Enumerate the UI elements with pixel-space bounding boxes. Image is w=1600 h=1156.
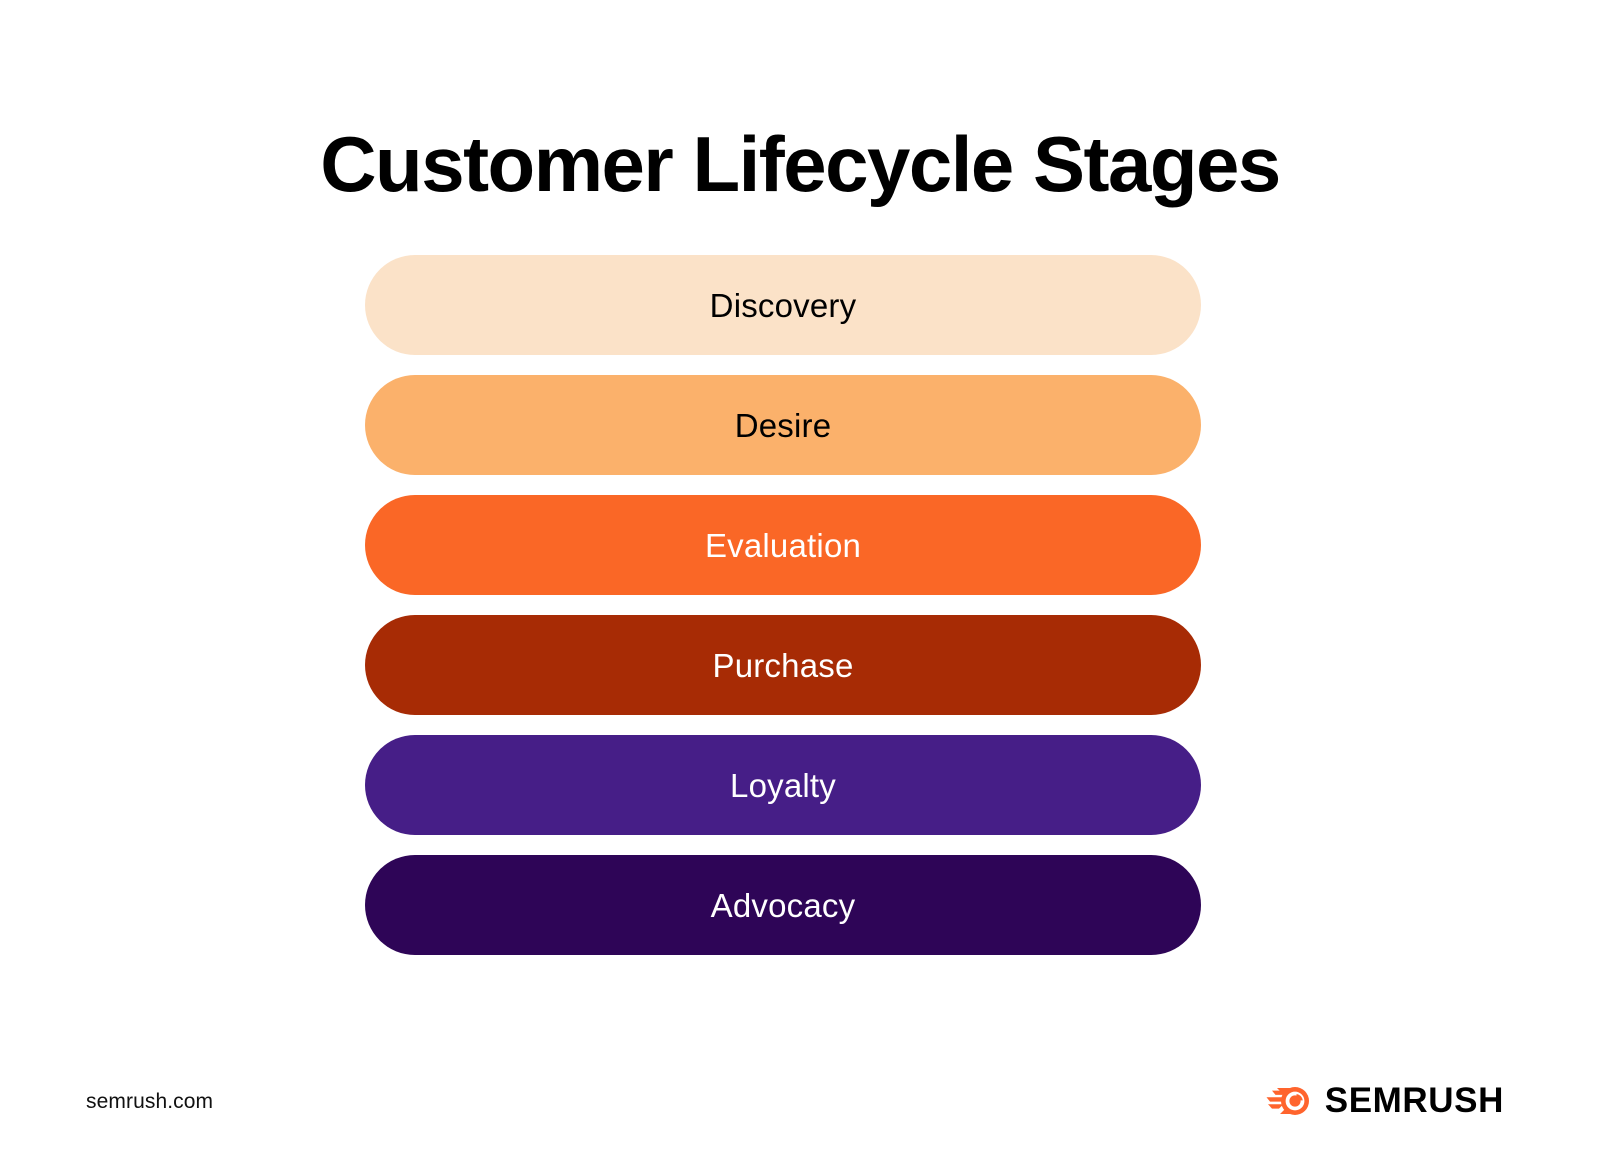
lifecycle-stage-bar: Advocacy bbox=[365, 855, 1201, 955]
lifecycle-stage-bar: Loyalty bbox=[365, 735, 1201, 835]
lifecycle-stage-bar: Purchase bbox=[365, 615, 1201, 715]
semrush-logo: SEMRUSH bbox=[1266, 1083, 1504, 1118]
semrush-comet-icon bbox=[1266, 1086, 1309, 1115]
semrush-wordmark: SEMRUSH bbox=[1324, 1081, 1504, 1120]
lifecycle-stage-bar: Discovery bbox=[365, 255, 1201, 355]
lifecycle-stage-label: Evaluation bbox=[704, 526, 862, 564]
lifecycle-stage-label: Advocacy bbox=[710, 886, 856, 924]
lifecycle-stage-bar: Desire bbox=[365, 375, 1201, 475]
lifecycle-stage-label: Desire bbox=[734, 406, 832, 444]
page-title-container: Customer Lifecycle Stages bbox=[0, 72, 1600, 258]
page-title: Customer Lifecycle Stages bbox=[320, 120, 1281, 209]
lifecycle-stage-label: Loyalty bbox=[730, 766, 836, 804]
footer-site-url: semrush.com bbox=[86, 1090, 214, 1113]
lifecycle-stage-label: Discovery bbox=[709, 286, 857, 324]
lifecycle-stage-bar: Evaluation bbox=[365, 495, 1201, 595]
lifecycle-stage-label: Purchase bbox=[712, 646, 854, 684]
